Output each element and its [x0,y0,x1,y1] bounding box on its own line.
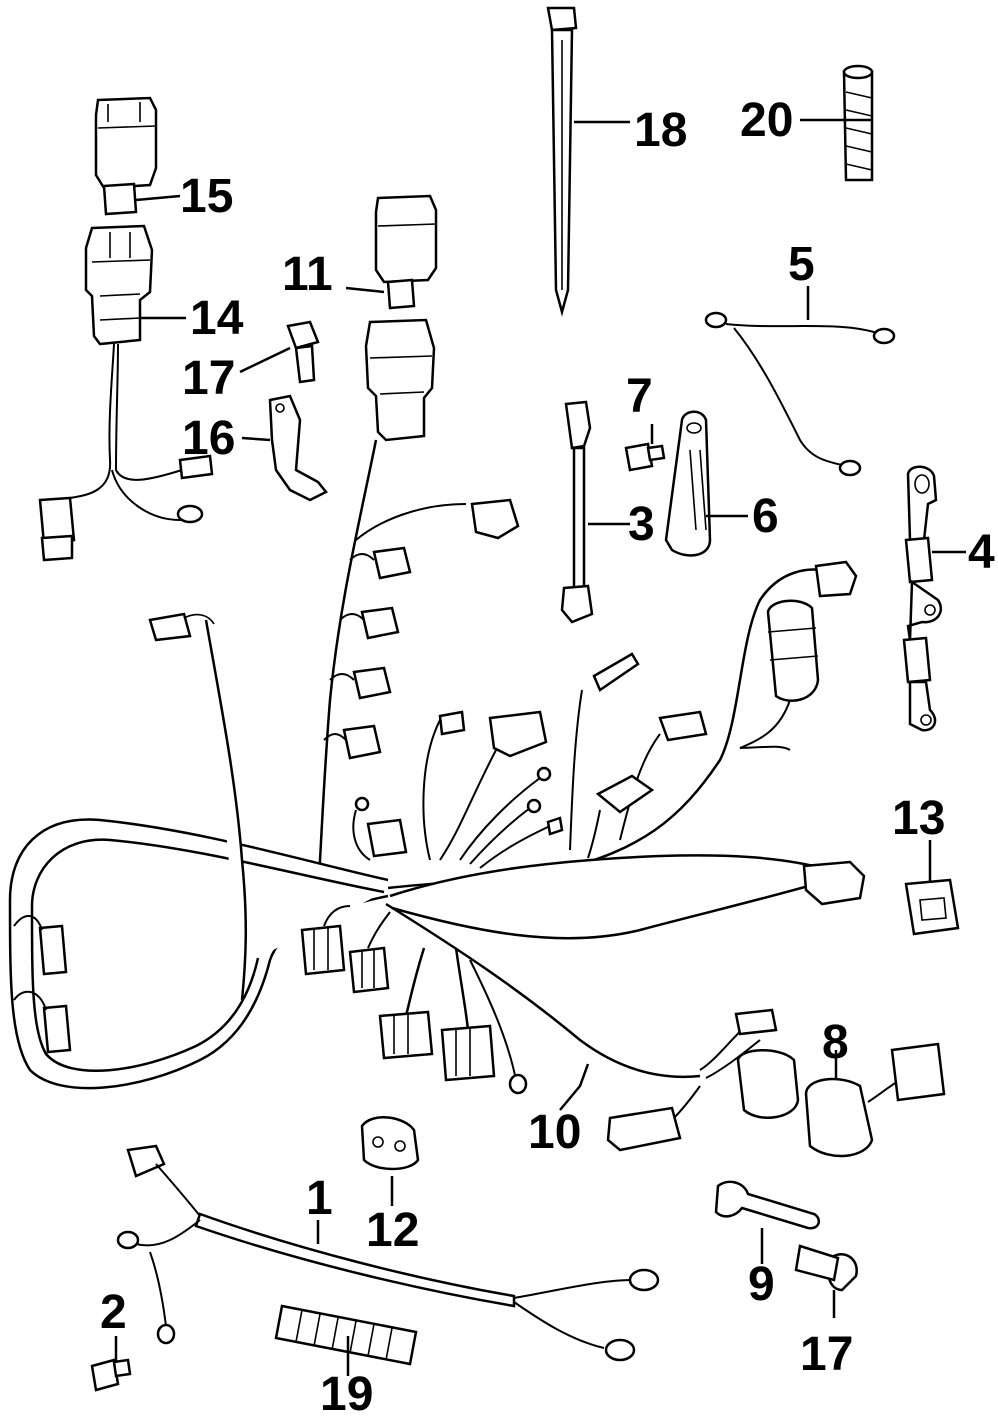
screw-2 [90,1358,132,1392]
callout-6: 6 [752,490,779,543]
bolt-17-top [286,320,320,384]
bolt-17-bottom [794,1244,858,1292]
callout-14: 14 [190,292,244,345]
callout-18: 18 [634,104,687,157]
switch-8 [804,1042,946,1158]
callout-19: 19 [320,1368,373,1416]
callout-12: 12 [366,1204,419,1257]
sub-harness-1 [116,1144,660,1362]
callout-1: 1 [306,1172,333,1225]
wire-lead-3 [560,400,594,624]
callout-20: 20 [740,94,793,147]
grommet-13 [904,878,960,936]
main-harness-10 [8,498,866,1152]
spiral-tube-19 [274,1304,418,1366]
callout-5: 5 [788,238,815,291]
callout-8: 8 [822,1016,849,1069]
screw-7 [624,442,666,472]
callout-16: 16 [182,412,235,465]
strap-6 [664,410,712,557]
callout-3: 3 [628,498,655,551]
callout-15: 15 [180,170,233,223]
ground-wire-5 [704,311,896,477]
grommet-12 [360,1116,420,1171]
leader-lines [114,118,966,1376]
callout-13: 13 [892,792,945,845]
callout-4: 4 [968,526,995,579]
spiral-tube-20 [842,64,874,182]
callout-11: 11 [282,248,333,301]
callout-17-top: 17 [182,352,235,405]
clamp-9 [714,1180,821,1230]
callout-9: 9 [748,1258,775,1311]
cable-tie-18 [546,6,578,317]
relay-assembly-14 [38,96,214,562]
callout-7: 7 [626,370,653,423]
callout-2: 2 [100,1286,127,1339]
bracket-16 [268,394,328,502]
callout-17-bottom: 17 [800,1328,853,1381]
callout-10: 10 [528,1106,581,1159]
ground-strap-4 [902,465,943,732]
callout-labels: 1 2 3 4 5 6 7 8 9 10 11 12 13 14 15 16 1… [100,94,995,1416]
